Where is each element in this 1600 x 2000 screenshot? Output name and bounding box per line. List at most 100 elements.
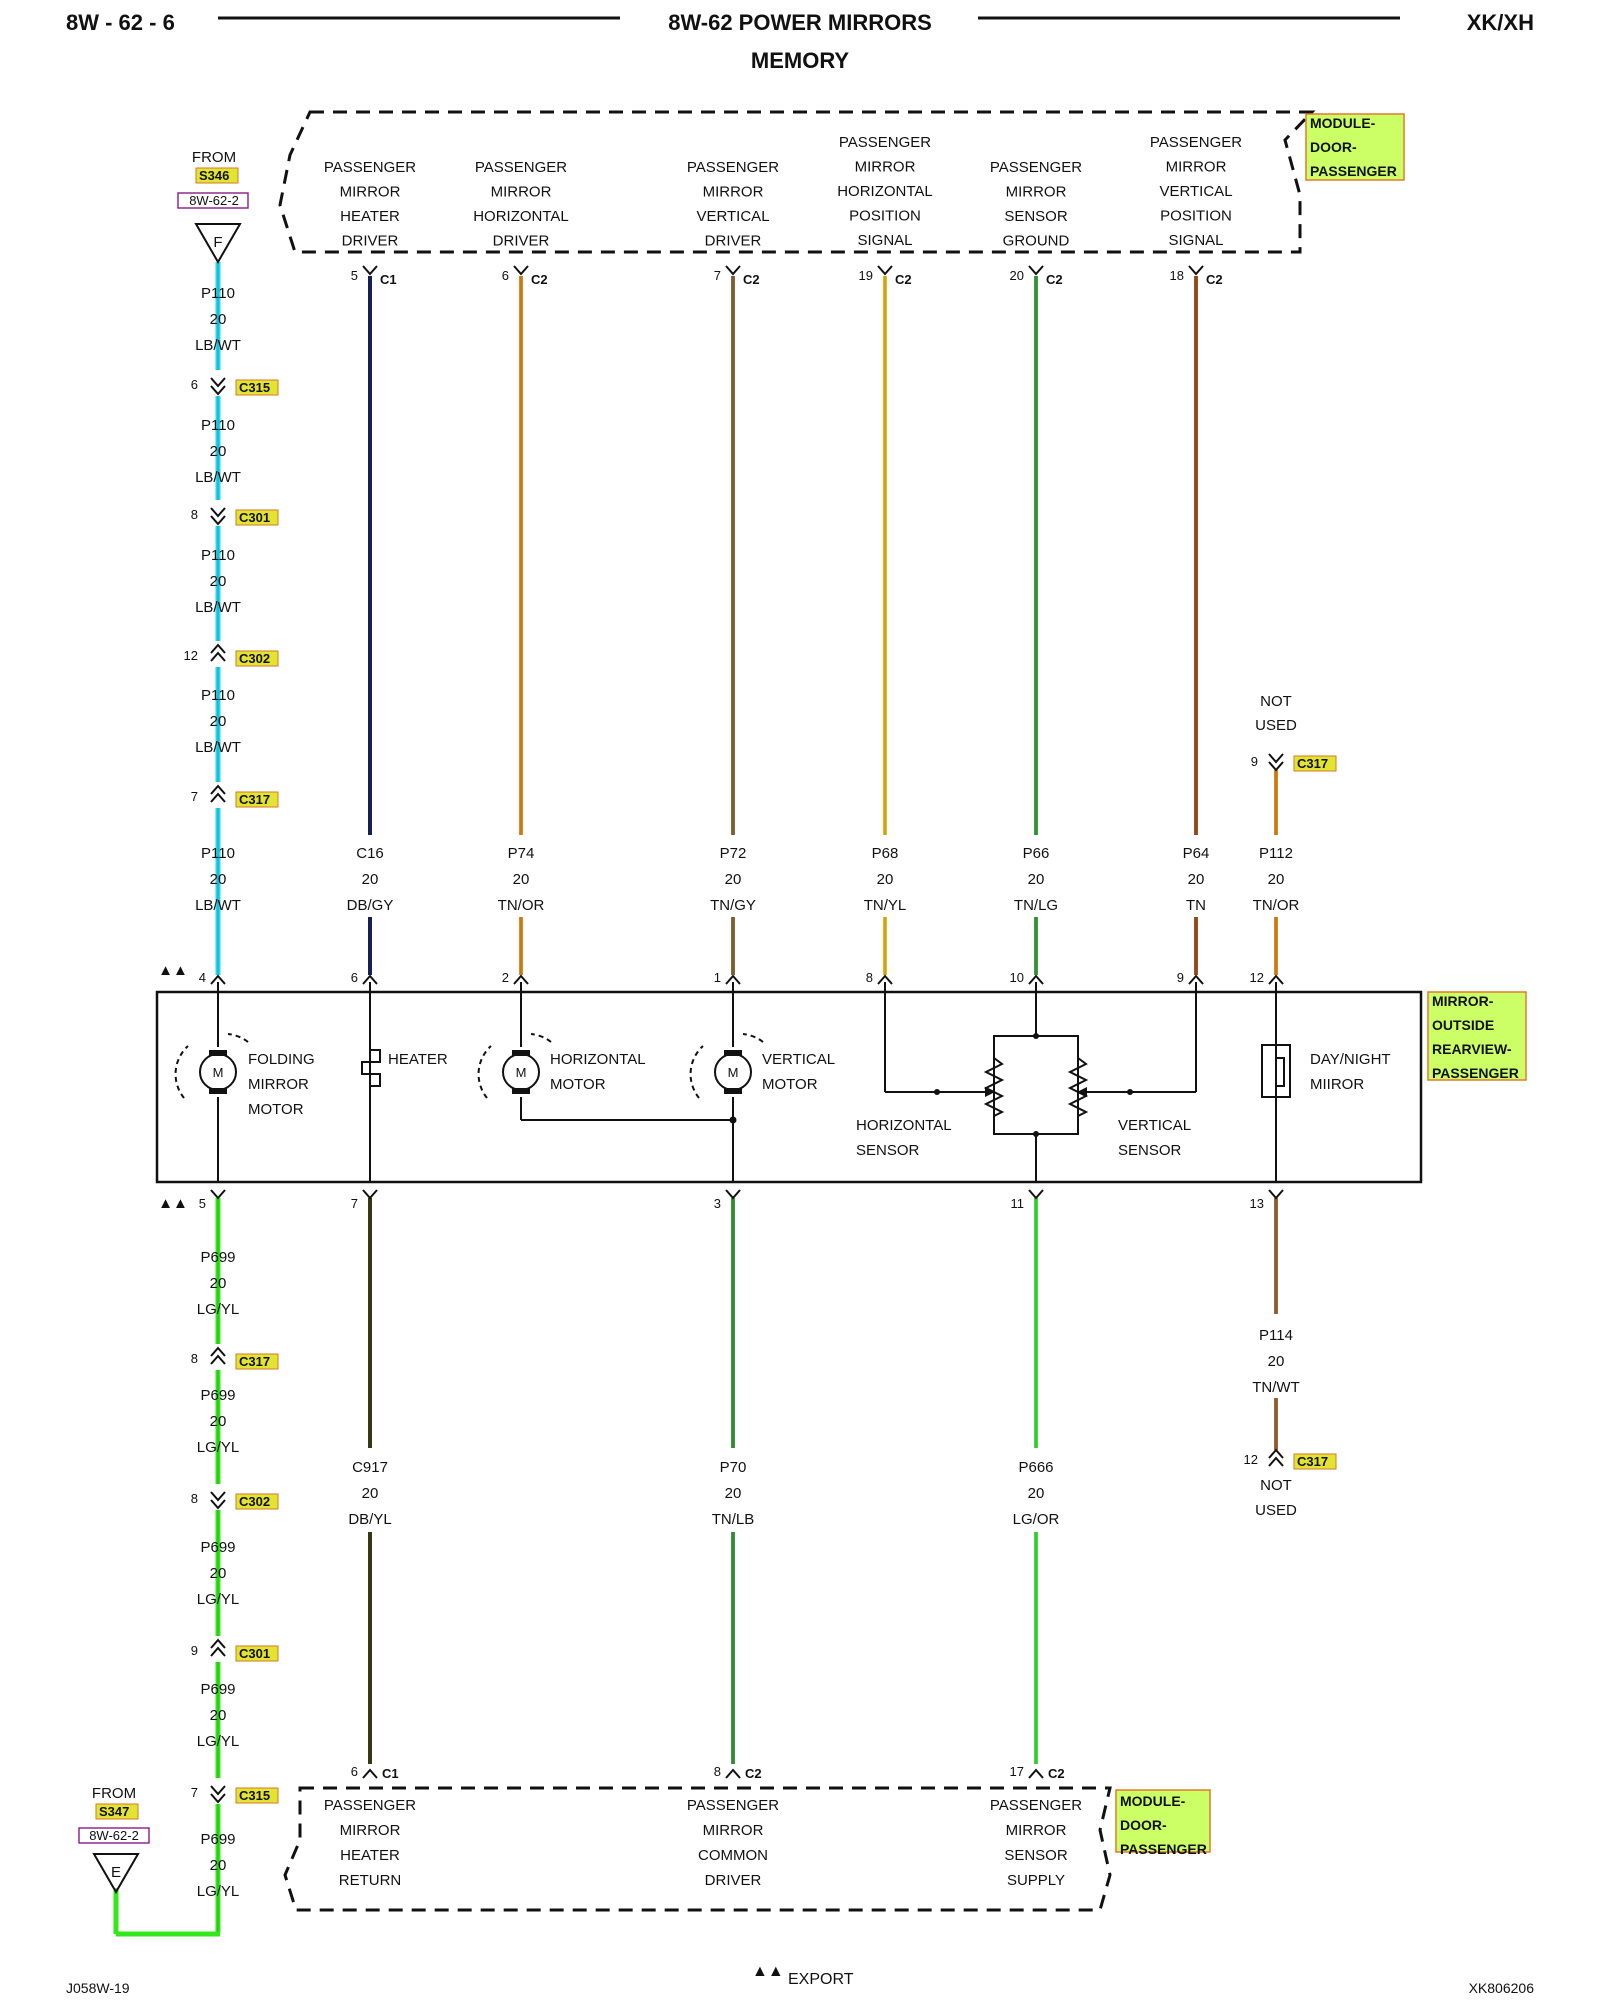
p699-label-4-color: LG/YL [197, 1883, 240, 1900]
left-top-ref-box [177, 192, 249, 209]
lower-wire-0-gauge: 20 [362, 1485, 379, 1502]
lower-wire-1-color: TN/LB [712, 1511, 755, 1528]
mirror-top-terminal-6 [1188, 974, 1204, 985]
footer-left-code: J058W-19 [66, 1980, 130, 1996]
p110-label-1-circuit: P110 [201, 417, 235, 434]
upper-wire-6-gauge: 20 [1268, 871, 1285, 888]
top-module-label-5-line-2: VERTICAL [1159, 183, 1232, 200]
p699-conn-gap-3 [208, 1778, 228, 1804]
left-top-ref: 8W-62-2 [189, 193, 239, 208]
horizontal-motor-label-line-1: MOTOR [550, 1076, 606, 1093]
mirror-component-box [155, 990, 1423, 1184]
p112-top-conn-highlight [1293, 755, 1337, 772]
bottom-module-name-box [1115, 1789, 1211, 1853]
p110-label-4-color: LB/WT [195, 897, 241, 914]
mirror-top-terminal-2 [513, 974, 529, 985]
bottom-module-terminal-1 [725, 1768, 741, 1779]
top-module-terminal-0 [362, 265, 378, 276]
mirror-top-pin-2: 2 [502, 970, 509, 985]
p699-label-0-circuit: P699 [200, 1249, 235, 1266]
p110-label-1-color: LB/WT [195, 469, 241, 486]
p110-conn-name-2-highlight [235, 650, 279, 667]
p110-label-0-gauge: 20 [210, 311, 227, 328]
left-top-ground-symbol [194, 223, 242, 264]
p699-label-2-circuit: P699 [200, 1539, 235, 1556]
p114-label-color: TN/WT [1252, 1379, 1299, 1396]
p110-label-4-gauge: 20 [210, 871, 227, 888]
model-code: XK/XH [1467, 10, 1534, 35]
mirror-bottom-pin-3: 11 [1011, 1196, 1025, 1211]
lower-wire-0-color: DB/YL [348, 1511, 391, 1528]
p110-label-3-color: LB/WT [195, 739, 241, 756]
top-module-label-2-line-3: DRIVER [705, 233, 762, 250]
p112-terminal-top [1268, 753, 1284, 764]
mirror-bottom-pin-0: 5 [199, 1196, 206, 1211]
upper-wire-5-gauge: 20 [1188, 871, 1205, 888]
mirror-name-line-0: MIRROR- [1432, 993, 1494, 1009]
p110-conn-gap-1 [208, 500, 228, 526]
mirror-top-terminal-5 [1028, 974, 1044, 985]
p110-label-2-gauge: 20 [210, 573, 227, 590]
bottom-module-label-1-line-3: DRIVER [705, 1872, 762, 1889]
bottom-module-conn-0: C1 [382, 1766, 399, 1781]
folding-motor-symbol-brush-top [209, 1050, 227, 1056]
p114-label-gauge: 20 [1268, 1353, 1285, 1370]
bottom-module-label-2-line-2: SENSOR [1004, 1847, 1068, 1864]
bottom-module-terminal-0 [362, 1768, 378, 1779]
p110-conn-name-1-highlight [235, 509, 279, 526]
horizontal-motor-symbol-brush-bottom [512, 1088, 530, 1094]
upper-wire-2-color: TN/GY [710, 897, 756, 914]
top-module-label-1-line-2: HORIZONTAL [473, 208, 569, 225]
top-module-name-line-1: DOOR- [1310, 139, 1357, 155]
bottom-module-pin-1: 8 [714, 1764, 721, 1779]
export-marker-top: ▲▲ [158, 962, 188, 979]
p699-label-3-color: LG/YL [197, 1733, 240, 1750]
folding-motor-symbol-letter: M [213, 1065, 224, 1080]
p110-connector-1 [210, 507, 226, 526]
top-module-label-2-line-0: PASSENGER [687, 159, 779, 176]
top-module-terminal-4 [1028, 265, 1044, 276]
vertical-sensor-label-line-1: SENSOR [1118, 1142, 1182, 1159]
folding-motor-label-line-0: FOLDING [248, 1051, 315, 1068]
mirror-bottom-pin-2: 3 [714, 1196, 721, 1211]
p699-label-4-gauge: 20 [210, 1857, 227, 1874]
mirror-bottom-terminal-0 [210, 1189, 226, 1200]
daynight-label-line-0: DAY/NIGHT [1310, 1051, 1391, 1068]
horizontal-motor-symbol-rotation-right [530, 1033, 552, 1043]
mirror-bottom-terminal-3 [1028, 1189, 1044, 1200]
p114-not-used-line-0: NOT [1260, 1477, 1292, 1494]
top-module-name-line-2: PASSENGER [1310, 163, 1397, 179]
folding-motor-label-line-2: MOTOR [248, 1101, 304, 1118]
p110-connector-2 [210, 643, 226, 662]
heater-symbol [361, 1049, 381, 1087]
p110-label-3-circuit: P110 [201, 687, 235, 704]
p110-label-4-circuit: P110 [201, 845, 235, 862]
export-marker-bottom: ▲▲ [158, 1195, 188, 1212]
mirror-name-line-2: REARVIEW- [1432, 1041, 1512, 1057]
vertical-sensor-wiper [1077, 1087, 1087, 1097]
top-module-terminal-3 [877, 265, 893, 276]
upper-wire-3-circuit: P68 [872, 845, 899, 862]
top-module-label-0-line-1: MIRROR [340, 184, 401, 201]
p699-connector-2 [210, 1638, 226, 1657]
mirror-top-pin-7: 12 [1250, 970, 1264, 985]
p699-conn-name-1-highlight [235, 1493, 279, 1510]
p699-conn-pin-1: 8 [191, 1491, 198, 1506]
p699-label-3-gauge: 20 [210, 1707, 227, 1724]
sensor-pot-frame [993, 1035, 1079, 1135]
upper-wire-6-color: TN/OR [1253, 897, 1300, 914]
p110-label-1-gauge: 20 [210, 443, 227, 460]
p110-conn-gap-0 [208, 370, 228, 396]
bottom-module-label-0-line-3: RETURN [339, 1872, 402, 1889]
mirror-bottom-terminal-4 [1268, 1189, 1284, 1200]
p112-top-conn: C317 [1297, 756, 1328, 771]
top-module-label-3-line-3: POSITION [849, 208, 921, 225]
horizontal-sensor-node [934, 1089, 940, 1095]
top-module-name-box [1305, 113, 1405, 181]
vertical-motor-symbol-rotation-left [689, 1045, 704, 1099]
top-module-terminal-5 [1188, 265, 1204, 276]
mirror-top-terminal-7 [1268, 974, 1284, 985]
vertical-motor-symbol-brush-bottom [724, 1088, 742, 1094]
bottom-module-label-2-line-3: SUPPLY [1007, 1872, 1065, 1889]
